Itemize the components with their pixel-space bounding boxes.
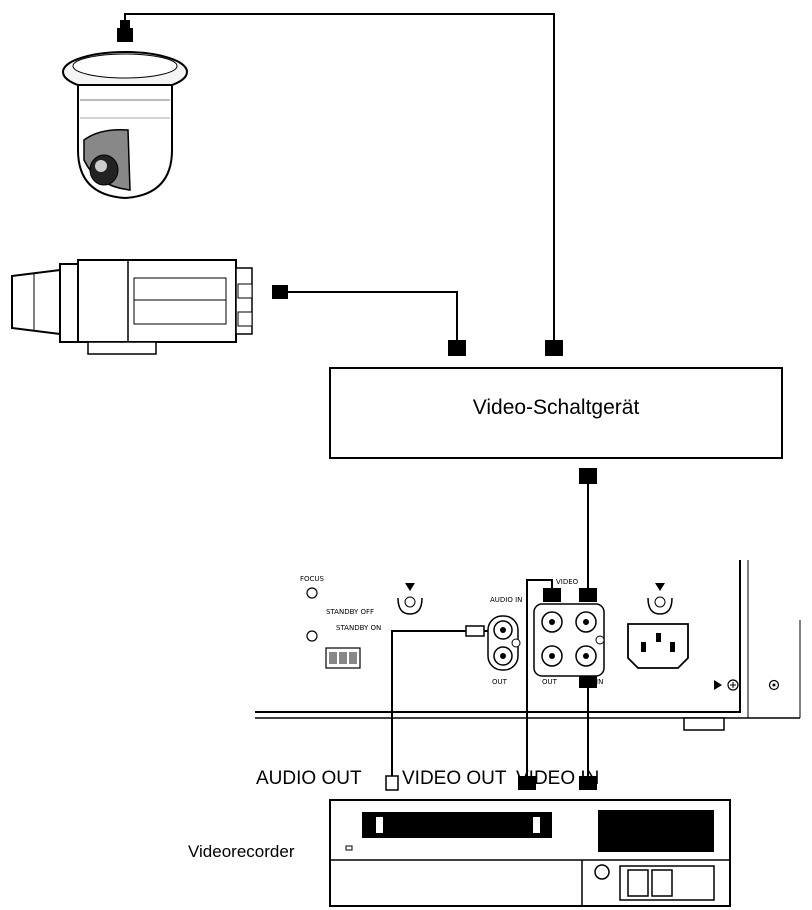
panel-audio-out-label: OUT bbox=[492, 678, 508, 686]
vcr-audio-out-label: AUDIO OUT bbox=[256, 768, 362, 789]
audio-plug bbox=[465, 625, 485, 637]
power-socket-icon bbox=[627, 623, 689, 669]
panel-audio-in-label: AUDIO IN bbox=[490, 596, 522, 604]
box-camera-icon bbox=[11, 259, 253, 355]
videorecorder bbox=[329, 799, 731, 907]
panel-standby-on-label: STANDBY ON bbox=[336, 624, 381, 632]
ground-screw-icon bbox=[714, 679, 739, 691]
vcr-display bbox=[598, 810, 714, 852]
video-switcher-label: Video-Schaltgerät bbox=[472, 396, 640, 419]
panel-video-in-label: IN bbox=[596, 678, 603, 686]
cables bbox=[124, 13, 589, 778]
audio-out-plug bbox=[385, 775, 399, 791]
monitor-rear-panel: FOCUS STANDBY OFF STANDBY ON AUDIO IN OU… bbox=[255, 560, 801, 731]
videorecorder-label: Videorecorder bbox=[188, 842, 295, 861]
cable-plugs bbox=[272, 285, 597, 790]
vcr-video-out-label: VIDEO OUT bbox=[402, 768, 507, 789]
panel-standby-off-label: STANDBY OFF bbox=[326, 608, 374, 616]
video-switcher-box bbox=[329, 367, 783, 459]
panel-video-label: VIDEO bbox=[556, 578, 579, 586]
panel-video-out-label: OUT bbox=[542, 678, 558, 686]
panel-focus-label: FOCUS bbox=[300, 575, 325, 583]
cassette-slot bbox=[362, 812, 552, 838]
dome-camera-icon bbox=[62, 20, 188, 200]
vcr-video-in-label: VIDEO IN bbox=[516, 768, 600, 789]
